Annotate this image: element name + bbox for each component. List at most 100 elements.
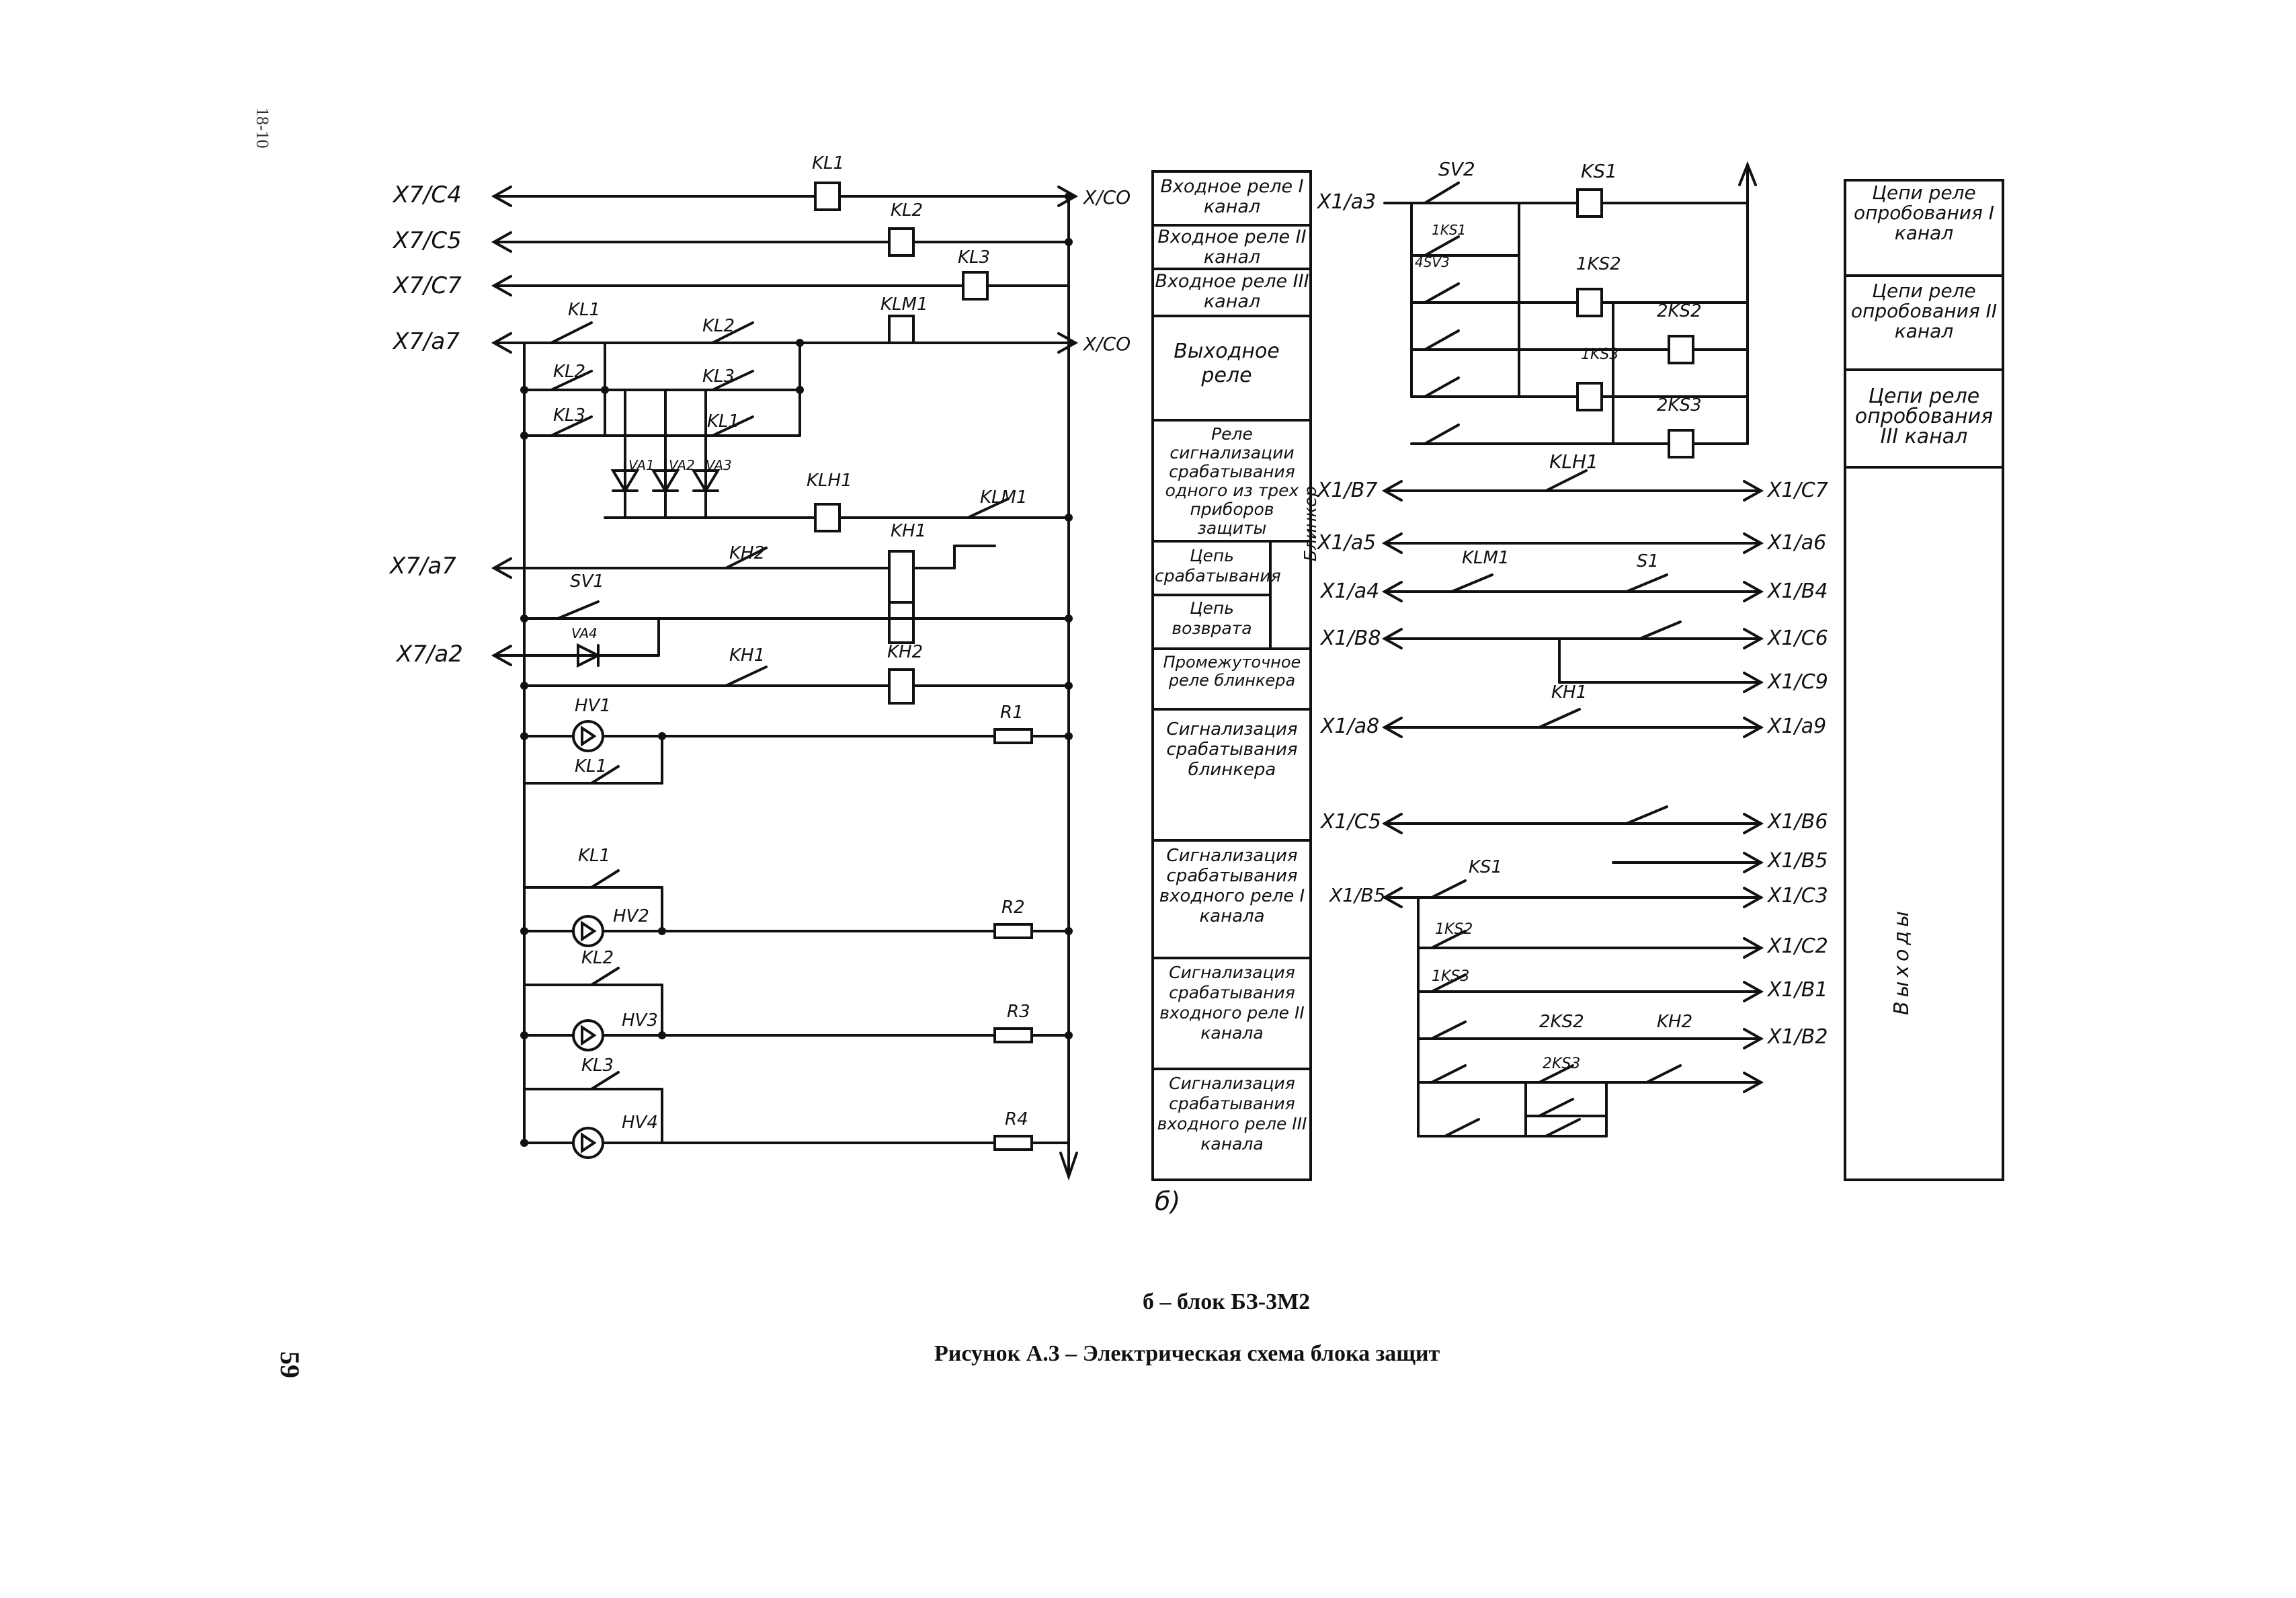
- lamp-contact-kl2: KL2: [581, 948, 614, 968]
- contact-kl2: KL2: [553, 362, 586, 382]
- relay-1ks2-coil: [1576, 288, 1603, 317]
- rout-x1-b4: X1/B4: [1768, 580, 1828, 603]
- rel-klm1: KLM1: [1462, 548, 1510, 568]
- rterm-x1-a5: X1/a5: [1317, 531, 1377, 555]
- contact-kl1-b: KL1: [707, 411, 740, 432]
- lamp-hv4: [572, 1127, 604, 1159]
- left-circuit: [491, 182, 1079, 1181]
- rel-kh2: KH2: [1657, 1012, 1693, 1032]
- label-r1: R1: [1000, 703, 1024, 723]
- terminal-x7-c7: X7/C7: [393, 272, 462, 299]
- x-co-top: X/CO: [1083, 186, 1131, 208]
- rel-1ks2: 1KS2: [1576, 254, 1621, 274]
- contact-kl3: KL3: [553, 405, 586, 426]
- box-trip-circuit: Цепь срабатывания: [1155, 546, 1281, 586]
- terminal-x7-c4: X7/C4: [393, 182, 462, 208]
- rout-x1-a6: X1/a6: [1768, 531, 1827, 555]
- label-va4: VA4: [571, 625, 598, 641]
- rel-1ks3-b: 1KS3: [1432, 968, 1470, 985]
- contact-kl3-b: KL3: [702, 366, 735, 387]
- box-reset-circuit: Цепь возврата: [1172, 598, 1252, 638]
- rel-2ks2-b: 2KS2: [1539, 1012, 1584, 1032]
- rel-sv2: SV2: [1438, 158, 1475, 180]
- right-circuit: [1381, 161, 1764, 1137]
- rel-s1: S1: [1637, 551, 1659, 571]
- resistor-r2: [993, 923, 1033, 939]
- relay-1ks3-coil: [1576, 382, 1603, 411]
- label-va1: VA1: [628, 457, 655, 473]
- relay-klm1-coil: [888, 315, 915, 344]
- rbox-test-1: Цепи реле опробования I канал: [1854, 182, 1994, 244]
- panel-label: б): [1155, 1187, 1181, 1216]
- contact-kh1: KH1: [729, 645, 766, 666]
- rel-ks1-b: KS1: [1469, 857, 1503, 877]
- rout-x1-b6: X1/B6: [1768, 810, 1828, 834]
- rout-x1-c9: X1/C9: [1768, 670, 1828, 694]
- relay-kh1-coil: [888, 550, 915, 604]
- lamp-contact-kl3: KL3: [581, 1055, 614, 1076]
- box-blinker-relay: Промежуточное реле блинкера: [1163, 653, 1301, 690]
- contact-kl2-b: KL2: [702, 316, 735, 336]
- label-kl2: KL2: [891, 200, 924, 221]
- rout-x1-c6: X1/C6: [1768, 627, 1828, 650]
- rout-x1-b2: X1/B2: [1768, 1025, 1828, 1049]
- x-co-mid: X/CO: [1083, 333, 1131, 355]
- rout-x1-c3: X1/C3: [1768, 884, 1828, 908]
- diode-va4: [577, 643, 602, 668]
- resistor-r1: [993, 728, 1033, 744]
- label-hv4: HV4: [622, 1113, 658, 1133]
- diode-va3: [691, 469, 721, 493]
- label-r2: R2: [1001, 897, 1025, 918]
- label-r4: R4: [1005, 1109, 1028, 1129]
- lamp-hv2: [572, 915, 604, 947]
- relay-2ks3-coil: [1668, 429, 1694, 458]
- contact-sv1: SV1: [570, 571, 604, 592]
- side-note: 18-10: [253, 108, 272, 149]
- lamp-contact-kl1: KL1: [575, 756, 608, 776]
- rel-1ks1: 1KS1: [1432, 222, 1467, 238]
- box-output-relay: Выходное реле: [1174, 339, 1280, 387]
- box-input-relay-1: Входное реле I канал: [1160, 176, 1304, 217]
- box-signal-relay: Реле сигнализации срабатывания одного из…: [1165, 424, 1299, 538]
- label-hv2: HV2: [613, 906, 649, 926]
- box-blinker-signal: Сигнализация срабатывания блинкера: [1166, 719, 1298, 780]
- lamp-hv3: [572, 1019, 604, 1051]
- relay-2ks2-coil: [1668, 335, 1694, 364]
- rterm-x1-a3: X1/a3: [1317, 190, 1377, 214]
- relay-kl1-coil: [814, 182, 841, 211]
- rterm-x1-a4: X1/a4: [1321, 580, 1380, 603]
- box-input-relay-3: Входное реле III канал: [1155, 271, 1309, 312]
- rout-x1-a9: X1/a9: [1768, 715, 1827, 738]
- rel-2ks2: 2KS2: [1657, 301, 1702, 321]
- lamp-hv1: [572, 720, 604, 752]
- lamp-contact-kl1-b: KL1: [578, 846, 611, 866]
- right-legend-column: [1844, 179, 2004, 1181]
- relay-kh1-coil-2: [888, 601, 915, 644]
- contact-kl1: KL1: [568, 300, 601, 320]
- rout-x1-c2: X1/C2: [1768, 934, 1828, 958]
- box-signal-ch2: Сигнализация срабатывания входного реле …: [1159, 963, 1305, 1043]
- box-signal-ch1: Сигнализация срабатывания входного реле …: [1159, 846, 1305, 926]
- page-number: 59: [275, 1351, 305, 1378]
- rel-4sv3: 4SV3: [1415, 254, 1450, 270]
- rout-x1-b1: X1/B1: [1768, 978, 1828, 1002]
- rel-2ks3: 2KS3: [1657, 395, 1702, 415]
- middle-legend-column: [1151, 170, 1312, 1181]
- rel-2ks3-b: 2KS3: [1543, 1055, 1581, 1072]
- terminal-x7-a2: X7/a2: [397, 641, 463, 668]
- output-lines: [1381, 469, 1764, 1137]
- relay-klh1-coil: [814, 503, 841, 532]
- resistor-r4: [993, 1135, 1033, 1151]
- label-va3: VA3: [706, 457, 732, 473]
- label-kh1: KH1: [891, 521, 927, 541]
- label-kl1: KL1: [812, 153, 845, 173]
- rel-1ks2-b: 1KS2: [1435, 921, 1473, 938]
- rout-x1-b5: X1/B5: [1768, 849, 1828, 873]
- contact-kh2: KH2: [729, 543, 766, 563]
- terminal-x7-c5: X7/C5: [393, 227, 462, 254]
- figure-caption: Рисунок А.3 – Электрическая схема блока …: [934, 1341, 1440, 1366]
- rterm-x1-b7: X1/B7: [1317, 479, 1378, 502]
- label-kh2: KH2: [887, 642, 924, 662]
- rel-kh1: KH1: [1551, 682, 1588, 703]
